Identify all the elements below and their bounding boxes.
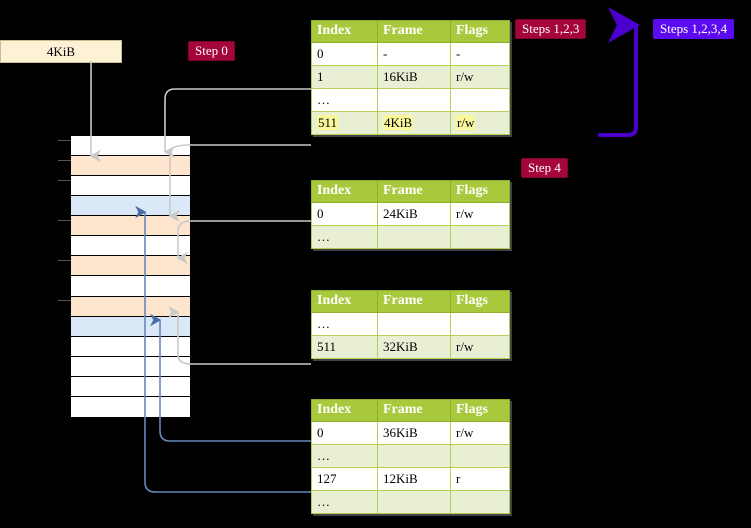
table-cell-flags	[450, 444, 510, 468]
step-4-badge: Step 4	[521, 158, 568, 178]
table-cell-index: …	[311, 490, 378, 514]
table-cell-index: …	[311, 312, 378, 336]
memory-frame-7	[71, 276, 190, 297]
grid-tick	[58, 180, 71, 181]
highlighted-value: r/w	[456, 114, 476, 130]
page-size-box: 4KiB	[0, 40, 122, 63]
table-cell-flags	[450, 312, 510, 336]
table-cell-index: …	[311, 444, 378, 468]
table-cell-index: …	[311, 225, 378, 249]
steps-1234-badge: Steps 1,2,3,4	[653, 19, 735, 39]
table-row: 511 4KiB r/w	[311, 111, 510, 135]
table-row: …	[311, 225, 510, 249]
grid-tick	[58, 300, 71, 301]
table-cell-frame	[377, 444, 451, 468]
table-cell-index: …	[311, 88, 378, 112]
memory-frame-0	[71, 136, 190, 157]
table-cell-frame: 36KiB	[377, 421, 451, 445]
table-cell-frame	[377, 225, 451, 249]
memory-frame-6	[71, 256, 190, 277]
memory-frame-10	[71, 336, 190, 357]
memory-frame-2	[71, 176, 190, 197]
table-row: …	[311, 312, 510, 336]
column-header-flags: Flags	[450, 399, 510, 422]
table-row: …	[311, 88, 510, 112]
column-header-frame: Frame	[377, 180, 451, 203]
highlighted-value: 511	[317, 114, 339, 130]
table-cell-index: 511	[311, 335, 378, 359]
table-row: …	[311, 444, 510, 468]
step-0-badge: Step 0	[188, 41, 235, 61]
column-header-index: Index	[311, 290, 378, 313]
table-cell-frame: -	[377, 42, 451, 66]
memory-frame-13	[71, 396, 190, 417]
table-cell-index: 511	[311, 111, 378, 135]
table-cell-flags: r/w	[450, 111, 510, 135]
table-cell-index: 0	[311, 42, 378, 66]
table-cell-frame: 12KiB	[377, 467, 451, 491]
memory-frame-3	[71, 196, 190, 217]
table-cell-frame	[377, 312, 451, 336]
memory-frame-11	[71, 356, 190, 377]
column-header-frame: Frame	[377, 290, 451, 313]
grid-tick	[58, 140, 71, 141]
table-row: 0--	[311, 42, 510, 66]
table-cell-flags: r/w	[450, 202, 510, 226]
table-cell-flags	[450, 490, 510, 514]
table-cell-frame	[377, 88, 451, 112]
grid-tick	[58, 220, 71, 221]
table-cell-flags: r	[450, 467, 510, 491]
table-cell-index: 127	[311, 467, 378, 491]
column-header-frame: Frame	[377, 20, 451, 43]
grid-tick	[58, 260, 71, 261]
column-header-flags: Flags	[450, 20, 510, 43]
table-cell-flags: r/w	[450, 421, 510, 445]
column-header-frame: Frame	[377, 399, 451, 422]
steps-123-badge: Steps 1,2,3	[515, 19, 587, 39]
column-header-flags: Flags	[450, 180, 510, 203]
column-header-index: Index	[311, 20, 378, 43]
column-header-flags: Flags	[450, 290, 510, 313]
memory-frame-5	[71, 236, 190, 257]
steps-1234-bracket	[598, 7, 640, 137]
table-cell-frame: 4KiB	[377, 111, 451, 135]
table-cell-flags: -	[450, 42, 510, 66]
table-cell-frame: 16KiB	[377, 65, 451, 89]
physical-memory-grid	[70, 135, 191, 417]
highlighted-value: 4KiB	[383, 114, 414, 130]
table-row: …	[311, 490, 510, 514]
table-cell-flags: r/w	[450, 335, 510, 359]
column-header-index: Index	[311, 399, 378, 422]
table-cell-index: 0	[311, 421, 378, 445]
table-cell-frame: 32KiB	[377, 335, 451, 359]
table-cell-frame: 24KiB	[377, 202, 451, 226]
table-cell-flags	[450, 225, 510, 249]
table-cell-frame	[377, 490, 451, 514]
grid-tick	[58, 160, 71, 161]
table-cell-flags	[450, 88, 510, 112]
memory-frame-4	[71, 216, 190, 237]
table-cell-flags: r/w	[450, 65, 510, 89]
table-cell-index: 1	[311, 65, 378, 89]
memory-frame-8	[71, 296, 190, 317]
memory-frame-12	[71, 376, 190, 397]
memory-frame-1	[71, 156, 190, 177]
column-header-index: Index	[311, 180, 378, 203]
table-cell-index: 0	[311, 202, 378, 226]
memory-frame-9	[71, 316, 190, 337]
